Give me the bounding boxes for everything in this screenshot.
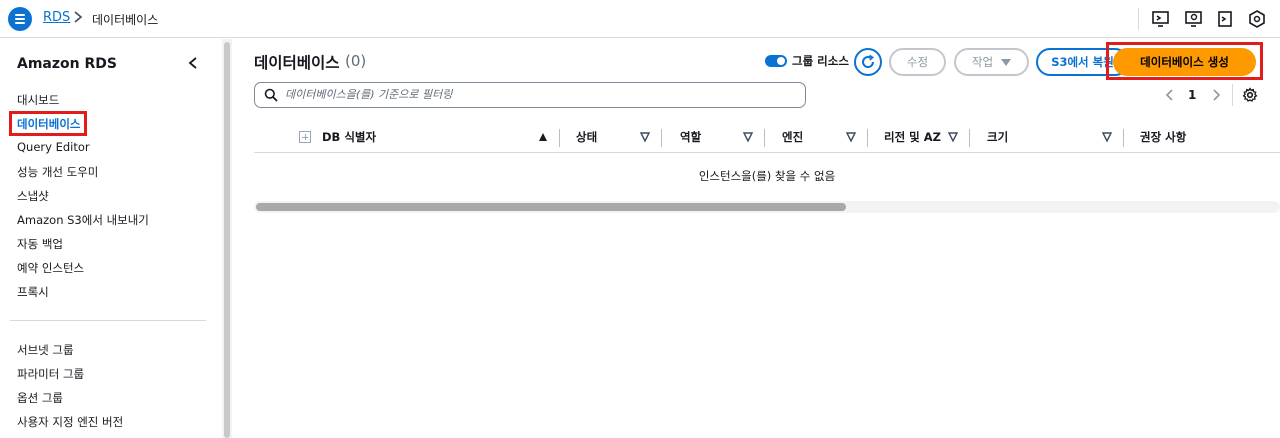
column-header-recommendations[interactable]: 권장 사항 [1140, 130, 1187, 144]
hamburger-menu-icon[interactable] [8, 7, 32, 31]
sidebar-item-custom-engine-versions[interactable]: 사용자 지정 엔진 버전 [17, 415, 124, 429]
sidebar-item-reserved-instances[interactable]: 예약 인스턴스 [17, 261, 85, 275]
sidebar-item-performance-insights[interactable]: 성능 개선 도우미 [17, 165, 99, 179]
refresh-icon [862, 54, 875, 68]
column-divider[interactable] [764, 129, 765, 147]
empty-table-message: 인스턴스을(를) 찾을 수 없음 [698, 169, 836, 183]
caret-down-icon [1001, 58, 1012, 66]
main-content: 데이터베이스 (0) 그룹 리소스 수정 작업 S3에서 복원 데이터베이스 생… [232, 39, 1280, 438]
sidebar-item-snapshots[interactable]: 스냅샷 [17, 189, 49, 203]
column-divider[interactable] [559, 129, 560, 147]
cloudshell-icon[interactable] [1151, 9, 1171, 29]
column-divider[interactable] [867, 129, 868, 147]
group-resources-label: 그룹 리소스 [792, 54, 849, 68]
pagination-divider [1232, 84, 1233, 106]
pagination-prev-icon[interactable] [1164, 88, 1176, 102]
sort-icon[interactable] [948, 132, 958, 142]
top-navigation-bar: RDS 데이터베이스 [0, 0, 1280, 38]
sidebar-item-parameter-groups[interactable]: 파라미터 그룹 [17, 367, 85, 381]
sidebar-item-query-editor[interactable]: Query Editor [17, 140, 90, 154]
column-header-region-az[interactable]: 리전 및 AZ [884, 130, 941, 144]
top-divider [1138, 8, 1139, 30]
search-field[interactable] [254, 82, 806, 108]
pagination-current-page[interactable]: 1 [1188, 88, 1197, 102]
column-divider[interactable] [969, 129, 970, 147]
sidebar-item-option-groups[interactable]: 옵션 그룹 [17, 391, 63, 405]
console-icon[interactable] [1215, 9, 1235, 29]
pagination-next-icon[interactable] [1210, 88, 1222, 102]
expand-all-icon[interactable] [299, 131, 311, 143]
sort-icon[interactable] [1102, 132, 1112, 142]
sidebar-item-subnet-groups[interactable]: 서브넷 그룹 [17, 343, 74, 357]
sidebar-item-proxies[interactable]: 프록시 [17, 285, 49, 299]
horizontal-scrollbar-thumb[interactable] [256, 203, 846, 211]
collapse-sidebar-icon[interactable] [186, 55, 200, 71]
horizontal-scrollbar-track[interactable] [254, 201, 1280, 213]
breadcrumb-rds[interactable]: RDS [43, 10, 71, 25]
column-header-db-identifier[interactable]: DB 식별자 [322, 130, 377, 144]
breadcrumb-current: 데이터베이스 [92, 13, 159, 27]
sidebar-item-databases[interactable]: 데이터베이스 [17, 117, 81, 131]
sidebar-item-automated-backups[interactable]: 자동 백업 [17, 237, 63, 251]
table-header: DB 식별자 상태 역할 엔진 리전 및 AZ 크기 권장 사항 [254, 123, 1280, 153]
sort-icon[interactable] [640, 132, 650, 142]
settings-hex-icon[interactable] [1247, 9, 1267, 29]
sidebar-divider [10, 320, 206, 321]
gear-icon[interactable] [1242, 87, 1258, 103]
search-icon [264, 88, 278, 102]
actions-button[interactable]: 작업 [954, 48, 1029, 76]
group-resources-toggle[interactable] [765, 55, 787, 67]
restore-from-s3-button[interactable]: S3에서 복원 [1036, 48, 1129, 76]
page-count: (0) [345, 52, 367, 70]
chevron-right-icon [74, 11, 83, 23]
page-title: 데이터베이스 [254, 54, 340, 72]
refresh-button[interactable] [854, 48, 882, 76]
sort-icon[interactable] [743, 132, 753, 142]
column-header-engine[interactable]: 엔진 [782, 130, 804, 144]
sidebar-title: Amazon RDS [17, 56, 117, 72]
highlight-box [1106, 42, 1263, 80]
column-header-size[interactable]: 크기 [987, 130, 1009, 144]
create-database-button[interactable]: 데이터베이스 생성 [1113, 48, 1256, 76]
column-divider[interactable] [661, 129, 662, 147]
highlight-box [9, 111, 87, 136]
search-screen-icon[interactable] [1184, 9, 1204, 29]
sort-ascending-icon[interactable] [538, 132, 548, 142]
column-header-status[interactable]: 상태 [576, 130, 598, 144]
column-divider[interactable] [1123, 129, 1124, 147]
sort-icon[interactable] [846, 132, 856, 142]
search-input[interactable] [285, 85, 795, 104]
column-header-role[interactable]: 역할 [680, 130, 702, 144]
sidebar-scrollbar-thumb[interactable] [224, 42, 230, 438]
sidebar-item-dashboard[interactable]: 대시보드 [17, 93, 60, 107]
modify-button[interactable]: 수정 [889, 48, 946, 76]
sidebar: Amazon RDS 대시보드 데이터베이스 Query Editor 성능 개… [0, 39, 222, 438]
sidebar-item-s3-exports[interactable]: Amazon S3에서 내보내기 [17, 213, 149, 227]
actions-button-label: 작업 [971, 55, 994, 69]
